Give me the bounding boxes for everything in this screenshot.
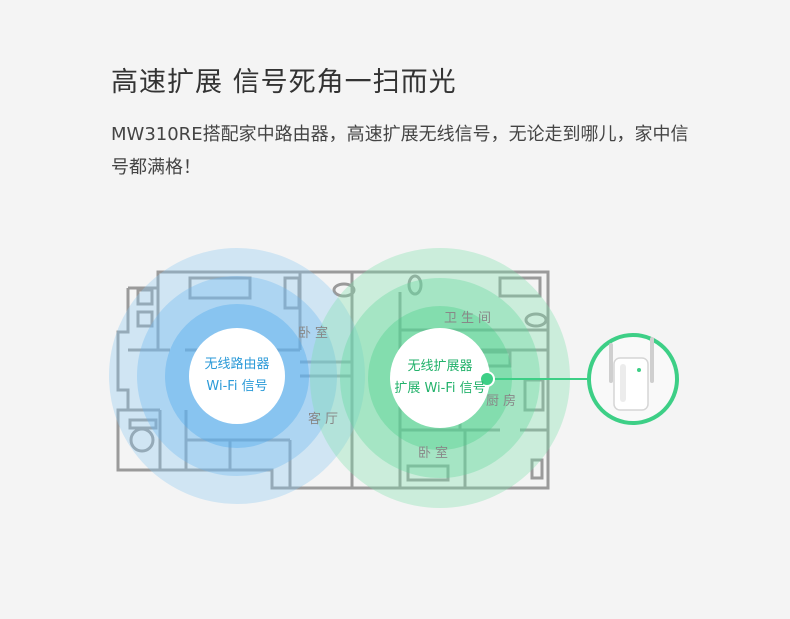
room-label-kitchen: 厨房 [486,394,521,409]
extender-signal-rings [310,248,570,508]
extender-label: 无线扩展器 扩展 Wi-Fi 信号 [390,356,490,400]
floorplan-walls [116,270,550,490]
router-label-line1: 无线路由器 [204,357,270,372]
room-label-bedroom-bottom: 卧室 [418,446,453,461]
router-signal-rings [109,248,365,504]
router-label: 无线路由器 Wi-Fi 信号 [190,354,284,398]
product-description: MW310RE搭配家中路由器，高速扩展无线信号，无论走到哪儿，家中信号都满格！ [111,124,689,178]
room-label-bedroom-top: 卧室 [298,326,333,341]
extender-device-icon [587,333,679,425]
extender-label-line1: 无线扩展器 [407,359,473,374]
headline: 高速扩展 信号死角一扫而光 [111,67,457,98]
router-label-line2: Wi-Fi 信号 [206,379,268,394]
extender-label-line2: 扩展 Wi-Fi 信号 [394,381,486,396]
room-label-bathroom: 卫生间 [444,311,496,326]
room-label-living-room: 客厅 [308,412,343,427]
extender-location-dot [479,371,495,387]
